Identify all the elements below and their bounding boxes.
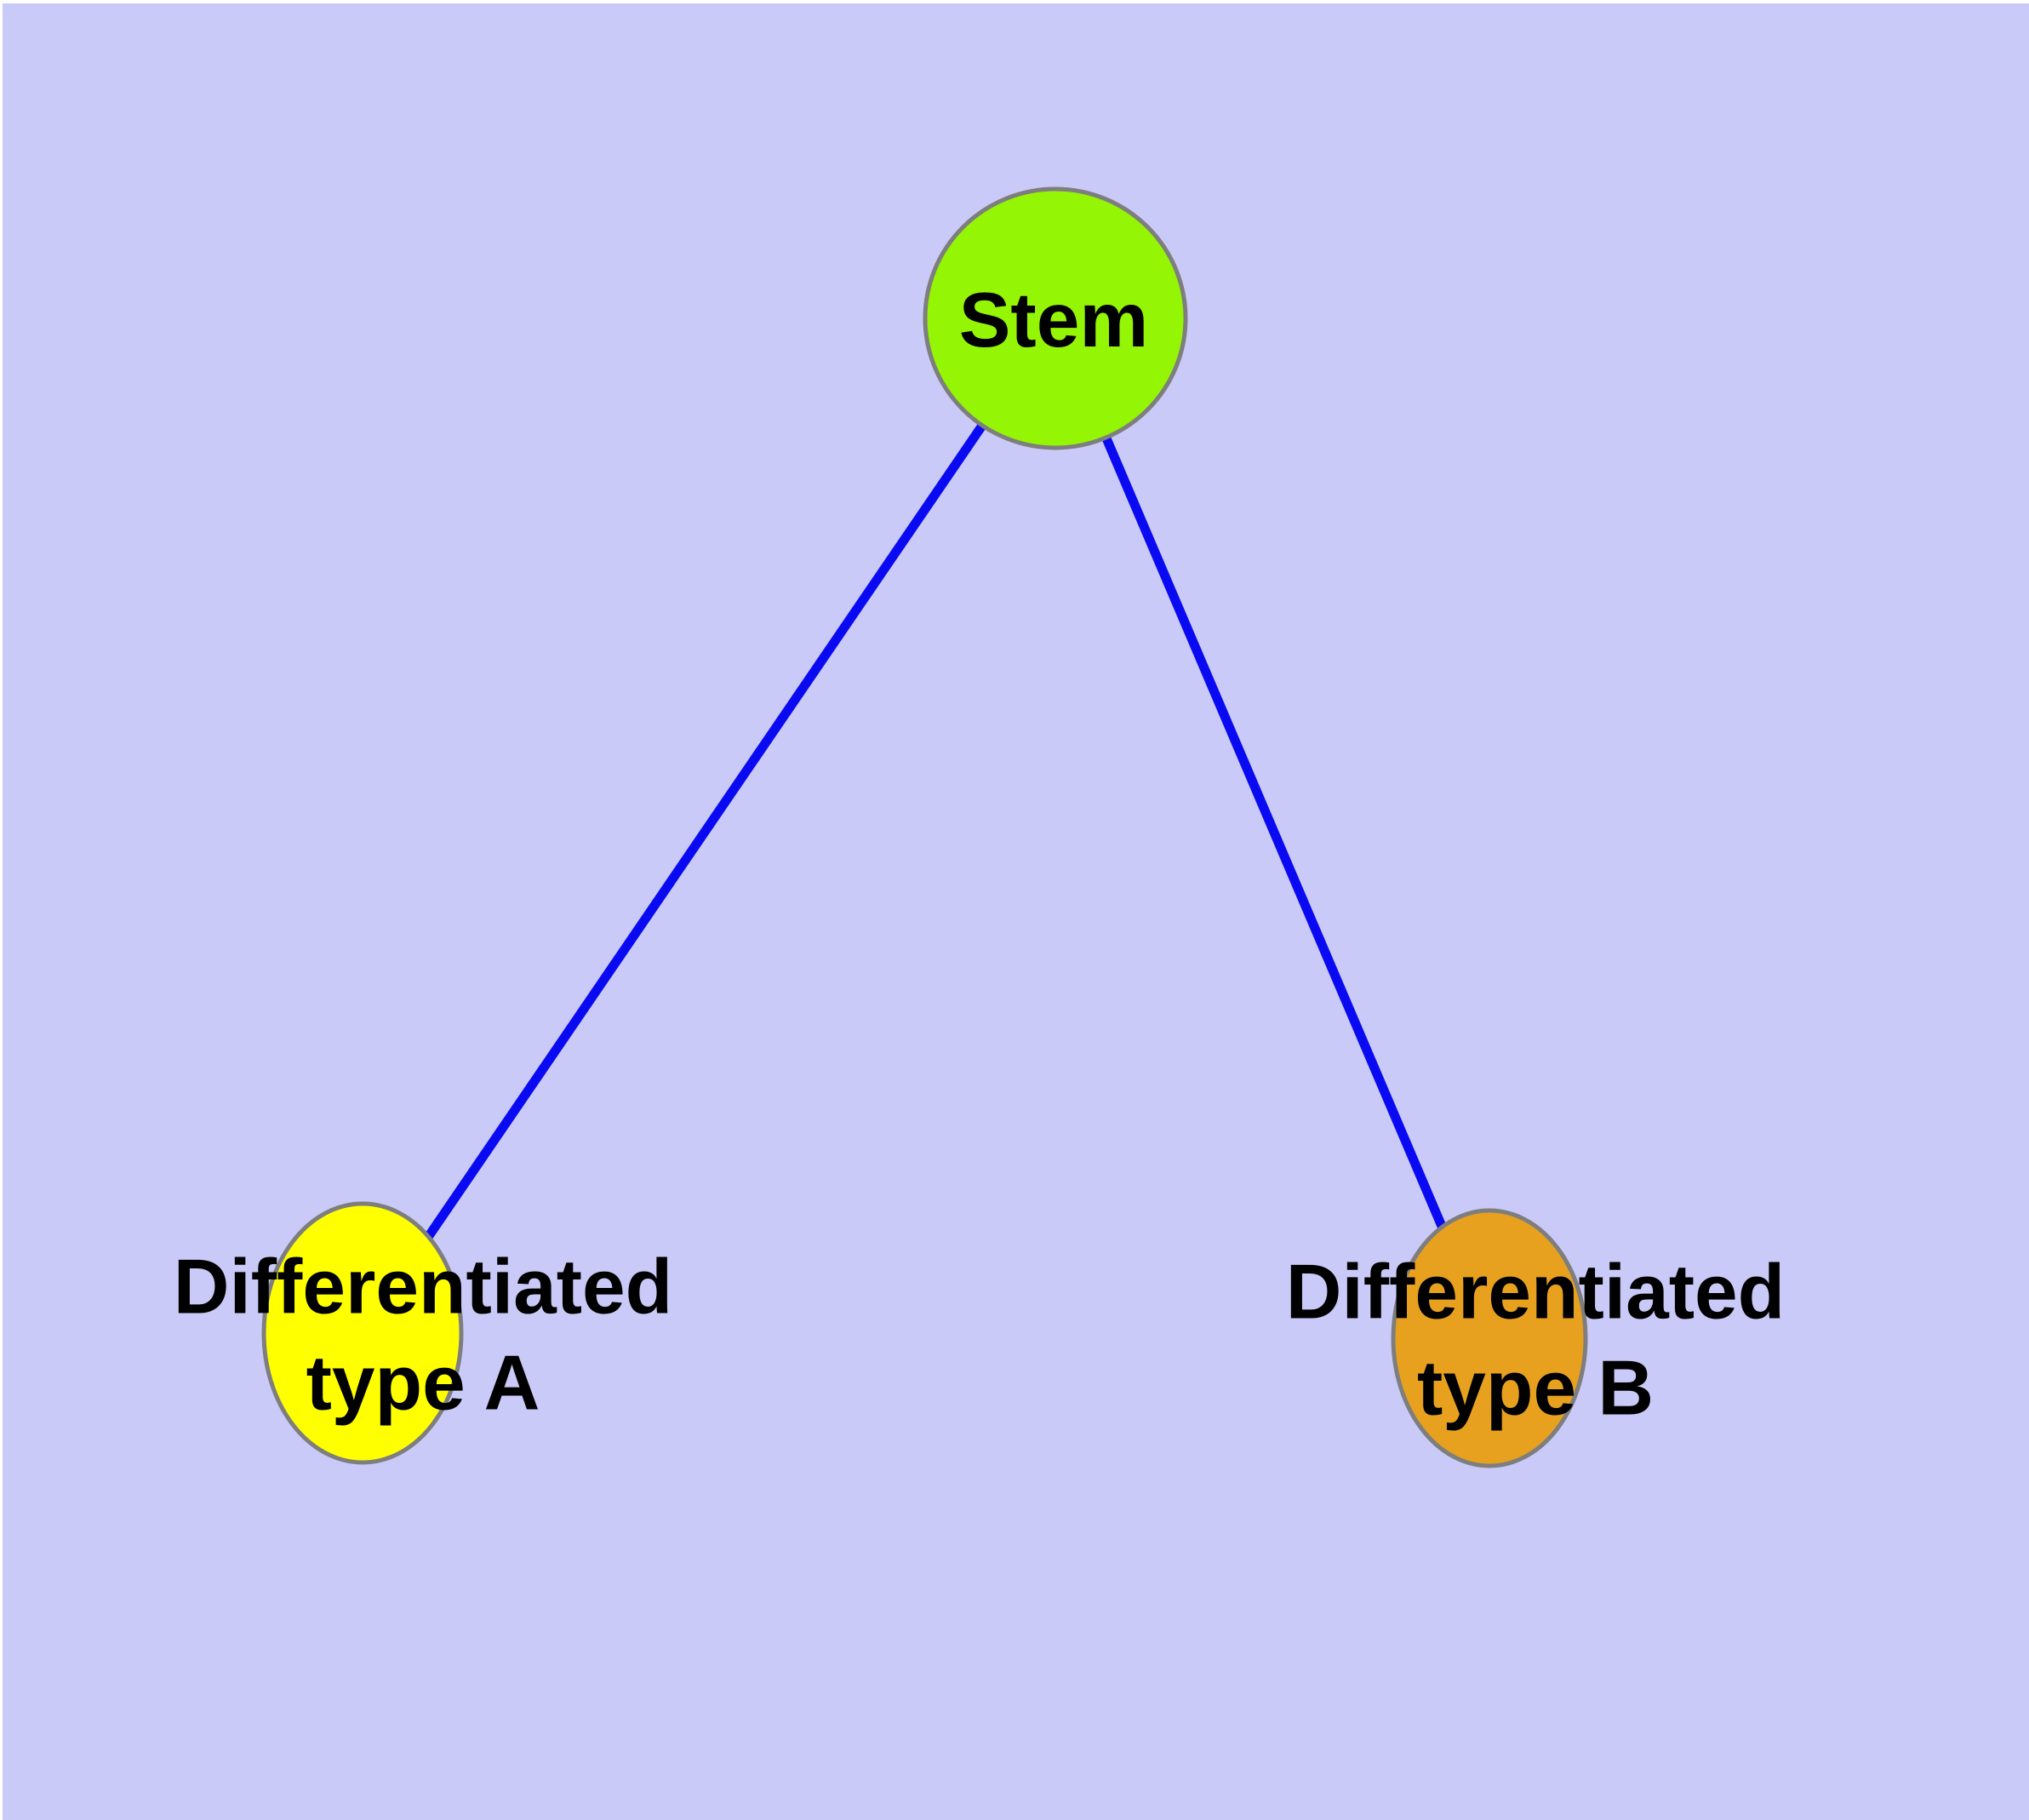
node-label-line: type A <box>306 1341 540 1427</box>
node-label-line: Stem <box>959 278 1149 363</box>
node-label-line: Differentiated <box>1286 1250 1786 1336</box>
node-differentiated-type-b[interactable] <box>1391 1208 1588 1468</box>
node-label-differentiated-type-a: Differentiated type A <box>174 1245 673 1427</box>
node-label-line: type B <box>1417 1346 1654 1432</box>
node-differentiated-type-a[interactable] <box>261 1201 464 1465</box>
node-label-differentiated-type-b: Differentiated type B <box>1286 1250 1786 1432</box>
edge-stem-to-differentiated-type-a <box>358 315 1060 1336</box>
edge-stem-to-differentiated-type-b <box>1050 316 1495 1341</box>
node-label-line: Differentiated <box>174 1245 673 1331</box>
node-label-stem: Stem <box>959 278 1149 363</box>
node-stem[interactable] <box>923 186 1188 450</box>
